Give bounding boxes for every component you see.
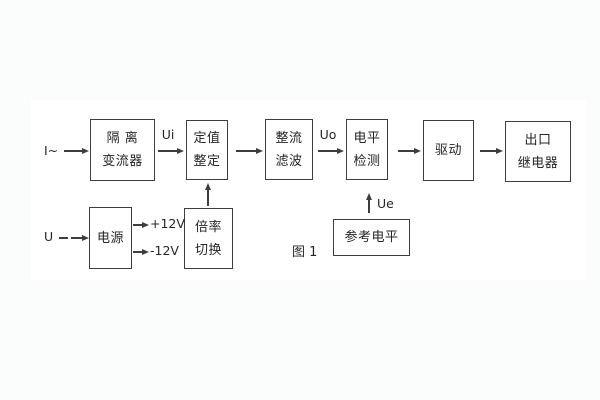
arrow-rectify-to-level [318, 150, 337, 152]
block-label: 参考电平 [344, 230, 399, 245]
u-input-dash [59, 237, 68, 239]
block-drive: 驱动 [423, 120, 474, 181]
block-label: 继电器 [517, 155, 559, 171]
plus-12v-label: +12V [150, 216, 185, 231]
arrow-voltage-input [71, 237, 82, 239]
block-label: 变流器 [102, 154, 143, 169]
block-output-relay: 出口 继电器 [505, 121, 571, 182]
block-label: 电源 [96, 230, 124, 246]
arrow-setpoint-to-rectify [236, 150, 256, 152]
block-label: 检测 [353, 153, 381, 169]
signal-uo-label: Uo [319, 127, 337, 142]
arrow-plus-12v [133, 224, 142, 226]
block-label: 切换 [194, 242, 222, 258]
block-label: 驱动 [434, 143, 462, 158]
minus-12v-label: -12V [150, 243, 179, 258]
block-power-supply: 电源 [89, 207, 132, 269]
arrow-reference-to-level [368, 200, 370, 213]
block-label: 整流 [275, 130, 303, 146]
block-label: 滤波 [275, 153, 303, 169]
figure-caption: 图 1 [292, 245, 318, 260]
arrow-current-input [64, 150, 82, 152]
block-setpoint-adjust: 定值 整定 [186, 120, 228, 180]
block-label: 隔 离 [106, 131, 139, 146]
block-label: 电平 [353, 130, 381, 146]
arrow-minus-12v [133, 251, 142, 253]
arrow-isolation-to-setpoint [158, 150, 177, 152]
block-label: 倍率 [194, 219, 222, 235]
block-reference-level: 参考电平 [333, 219, 410, 256]
input-voltage-label: U [44, 229, 54, 244]
signal-ue-label: Ue [377, 196, 394, 211]
block-rectify-filter: 整流 滤波 [265, 119, 313, 180]
block-label: 出口 [524, 132, 552, 148]
arrow-ratio-to-setpoint [207, 190, 209, 206]
block-isolation-transformer: 隔 离 变流器 [90, 119, 155, 181]
arrow-drive-to-relay [480, 150, 496, 152]
signal-ui-label: Ui [161, 127, 175, 142]
arrow-level-to-drive [398, 150, 414, 152]
block-ratio-switch: 倍率 切换 [184, 208, 233, 269]
input-current-label: I~ [44, 143, 59, 158]
block-label: 整定 [193, 154, 221, 169]
block-label: 定值 [193, 131, 221, 146]
block-level-detect: 电平 检测 [346, 119, 388, 180]
